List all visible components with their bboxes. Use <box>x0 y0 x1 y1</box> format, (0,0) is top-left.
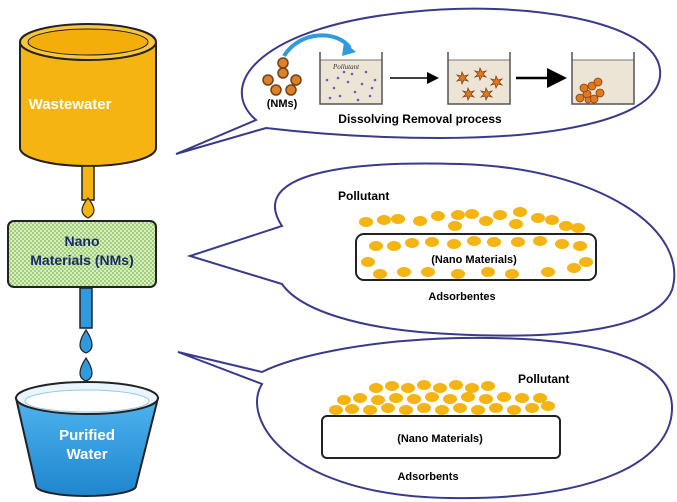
curved-arrow-icon <box>282 33 352 58</box>
bucket-label-line1: Purified <box>59 427 115 444</box>
filter-label-line2: Materials (NMs) <box>30 252 133 268</box>
pollutant-label-2: Pollutant <box>518 372 569 386</box>
beaker-3 <box>571 52 635 105</box>
beaker-1 <box>319 52 383 105</box>
wastewater-tank <box>19 23 157 167</box>
nano-materials-filter <box>7 220 157 288</box>
water-drop-icon <box>79 328 93 354</box>
filter-outlet-pipe <box>79 287 93 329</box>
nano-box-label-1: (Nano Materials) <box>431 254 517 266</box>
adsorbentes-label: Adsorbentes <box>428 291 495 303</box>
nms-label: (NMs) <box>267 98 298 110</box>
beaker-2 <box>447 52 511 105</box>
bucket-label-line2: Water <box>66 446 107 463</box>
nano-box-label-2: (Nano Materials) <box>397 433 483 445</box>
tank-outlet-pipe <box>81 165 95 201</box>
purified-water-bucket <box>14 381 160 497</box>
pollutant-dots-group-2 <box>329 380 555 415</box>
wastewater-drop-icon <box>81 197 95 219</box>
curved-arrow-head-icon <box>342 42 356 56</box>
beaker-pollutant-text: Pollutant <box>332 63 360 71</box>
nano-materials-box-2 <box>321 415 561 459</box>
dissolving-caption: Dissolving Removal process <box>338 112 502 126</box>
tank-label: Wastewater <box>29 96 112 113</box>
adsorbents-label: Adsorbents <box>397 471 458 483</box>
filter-label-line1: Nano <box>65 233 100 249</box>
nms-particles-icon <box>262 57 302 96</box>
pollutant-label-1: Pollutant <box>338 189 389 203</box>
water-drop-icon <box>79 356 93 382</box>
pollutant-dots-group-1 <box>359 207 593 279</box>
